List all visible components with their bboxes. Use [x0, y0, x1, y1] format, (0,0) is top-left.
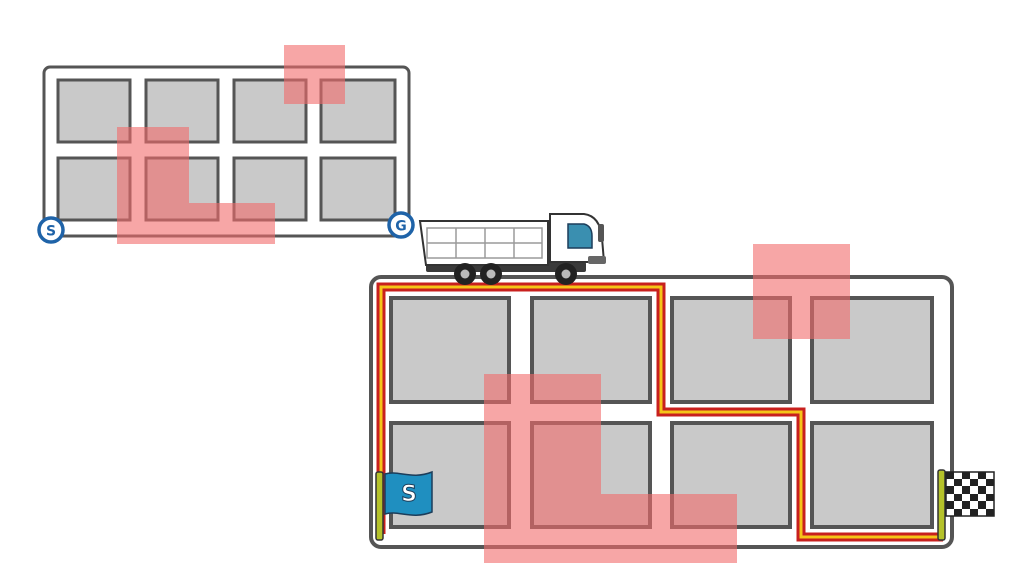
dump-truck-icon [418, 213, 606, 285]
truck-bed-ribs [426, 227, 543, 259]
goal-marker-circle [387, 211, 415, 239]
start-flag-cloth [384, 470, 433, 516]
city-block [319, 156, 397, 222]
truck-window [567, 223, 593, 249]
checkered-flag-icon [937, 469, 995, 541]
start-flag-icon: S [375, 470, 433, 541]
city-block [810, 421, 934, 529]
large-map-blocked-zones [484, 244, 850, 563]
small-start-marker: S [37, 216, 65, 244]
start-flag-label: S [401, 482, 417, 507]
start-marker-circle [37, 216, 65, 244]
blocked-zone [117, 127, 275, 244]
small-goal-marker: G [387, 211, 415, 239]
blocked-zone [753, 244, 850, 339]
goal-marker-label: G [395, 219, 407, 235]
large-map: S [369, 244, 995, 563]
checkered-cloth [945, 471, 995, 517]
flag-pole [937, 469, 946, 541]
route-inner-line [379, 285, 943, 539]
blocked-zone [284, 45, 345, 104]
small-map-blocked-zones [117, 45, 345, 244]
truck-mirror [598, 224, 604, 242]
truck-bumper [588, 256, 606, 264]
route-path [376, 282, 943, 542]
blocked-zone [484, 374, 737, 563]
flag-pole [375, 471, 384, 541]
truck-wheels [454, 263, 577, 285]
small-map: S G [37, 45, 415, 244]
start-marker-label: S [46, 224, 56, 240]
